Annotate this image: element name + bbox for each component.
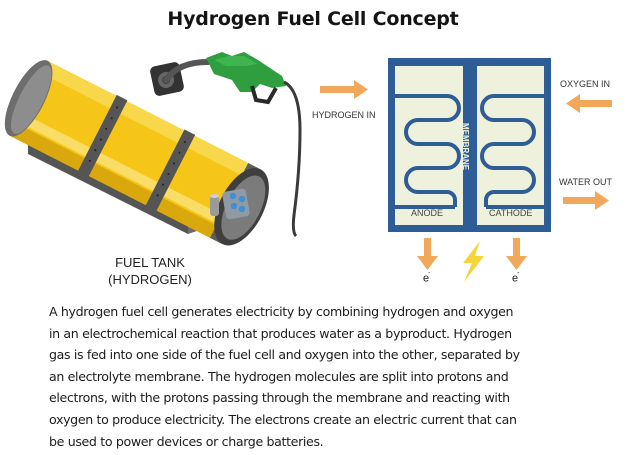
description-line: gas is fed into one side of the fuel cel… xyxy=(49,347,520,363)
fuel-cell-illustration xyxy=(4,52,612,282)
description-line: oxygen to produce electricity. The elect… xyxy=(49,411,517,427)
electron-left-arrow-icon xyxy=(417,238,438,270)
description-line: be used to power devices or charge batte… xyxy=(49,433,324,449)
page-title: Hydrogen Fuel Cell Concept xyxy=(167,8,459,30)
description-line: electrons, with the protons passing thro… xyxy=(49,390,510,406)
hydrogen-in-label: HYDROGEN IN xyxy=(312,110,376,120)
fuel-cell-box xyxy=(388,58,551,232)
description-paragraph: A hydrogen fuel cell generates electrici… xyxy=(49,301,619,452)
fuel-tank-label: FUEL TANK (HYDROGEN) xyxy=(80,254,220,288)
lightning-bolt-icon xyxy=(463,241,484,282)
description-line: in an electrochemical reaction that prod… xyxy=(49,325,512,341)
membrane-label: MEMBRANE xyxy=(461,123,470,171)
hydrogen-in-arrow-icon xyxy=(320,80,368,99)
description-line: A hydrogen fuel cell generates electrici… xyxy=(49,304,514,319)
electron-right-label: e- xyxy=(512,270,520,285)
water-out-arrow-icon xyxy=(563,191,609,210)
electron-right-arrow-icon xyxy=(506,238,527,270)
cathode-label: CATHODE xyxy=(489,208,533,218)
fuel-tank-label-line1: FUEL TANK xyxy=(115,255,185,270)
oxygen-in-label: OXYGEN IN xyxy=(560,79,611,89)
oxygen-in-arrow-icon xyxy=(566,94,612,113)
anode-label: ANODE xyxy=(411,208,444,218)
electron-left-label: e- xyxy=(423,270,431,285)
water-out-label: WATER OUT xyxy=(559,177,612,187)
fuel-nozzle-icon xyxy=(150,52,302,238)
fuel-tank-label-line2: (HYDROGEN) xyxy=(108,272,192,287)
fuel-tank-icon xyxy=(4,60,269,246)
description-line: an electrolyte membrane. The hydrogen mo… xyxy=(49,368,509,384)
